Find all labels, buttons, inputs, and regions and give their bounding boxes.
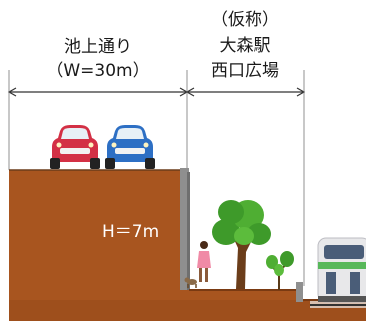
height-label: H＝7m <box>102 222 159 242</box>
plaza-note-label: （仮称） <box>211 10 279 30</box>
embankment-ground <box>9 170 366 321</box>
road-width-label: （W=30m） <box>46 61 149 81</box>
train <box>310 237 366 306</box>
dog <box>184 277 197 288</box>
retaining-wall <box>180 168 189 290</box>
small-plant <box>266 251 294 290</box>
plaza-name-line2: 西口広場 <box>211 61 279 81</box>
plaza-name-line1: 大森駅 <box>220 36 271 56</box>
red-car <box>50 125 100 169</box>
road-width-dimension <box>7 87 189 97</box>
plaza-width-dimension <box>185 87 306 97</box>
extension-lines <box>8 70 305 286</box>
blue-car <box>105 125 155 169</box>
ground-shadow <box>9 300 366 321</box>
pedestrian <box>197 241 211 282</box>
tree-large <box>212 200 271 289</box>
step-wall <box>296 282 303 302</box>
road-name-label: 池上通り <box>64 37 132 57</box>
